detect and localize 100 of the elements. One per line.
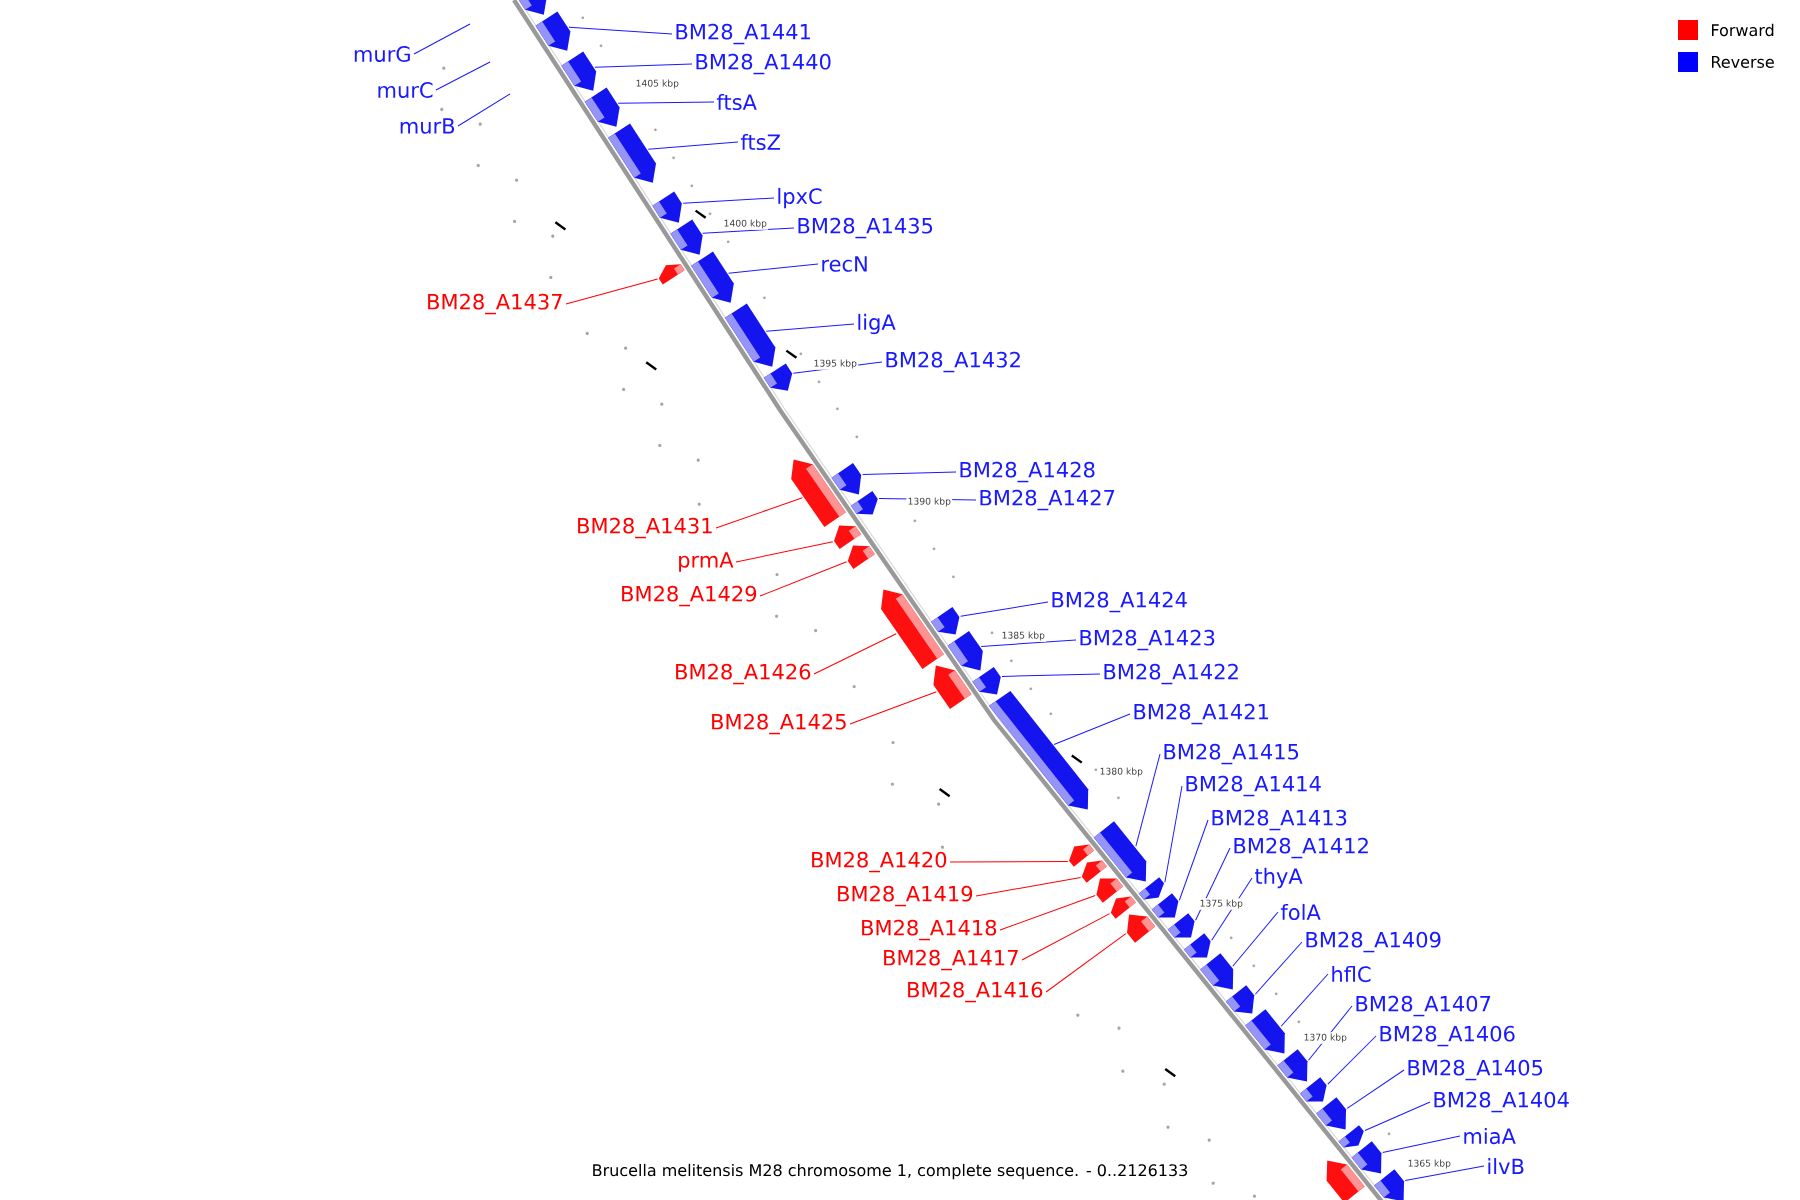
- gene-block: [1093, 821, 1147, 882]
- gene-label: ftsZ: [740, 133, 781, 151]
- leader-line: [1327, 1035, 1377, 1085]
- leader-line: [413, 23, 471, 55]
- leader-line: [949, 860, 1069, 863]
- leader-line: [568, 26, 673, 35]
- gene-block: [1167, 913, 1195, 938]
- leader-line: [1254, 941, 1303, 995]
- leader-line: [1280, 973, 1329, 1027]
- gene-label: prmA: [679, 552, 734, 572]
- gene-block: [608, 123, 656, 183]
- gene-block: [972, 667, 1001, 695]
- gene-block: [989, 691, 1089, 810]
- gene-label: BM28_A1419: [838, 885, 973, 907]
- gene-block: [851, 491, 878, 515]
- gene-label: BM28_A1417: [884, 949, 1018, 971]
- gene-label: BM28_A1420: [812, 851, 947, 873]
- gene-label: BM28_A1416: [908, 981, 1043, 1003]
- gene-label: BM28_A1440: [696, 53, 831, 75]
- gene-block: [763, 363, 793, 391]
- gene-block: [847, 545, 875, 569]
- gene-label: BM28_A1427: [980, 489, 1115, 511]
- gene-block: [933, 665, 972, 709]
- gene-block: [831, 463, 862, 495]
- gene-label: BM28_A1414: [1186, 775, 1321, 797]
- legend-label: Forward: [1712, 23, 1774, 37]
- gene-block: [881, 589, 944, 669]
- gene-block: [561, 51, 597, 91]
- gene-block: [1081, 860, 1107, 883]
- gene-block: [1096, 878, 1123, 903]
- gene-label: thyA: [1255, 867, 1303, 889]
- gene-label: BM28_A1407: [1356, 995, 1491, 1017]
- gene-label: ligA: [858, 313, 896, 335]
- leader-line: [702, 227, 795, 234]
- gene-label: BM28_A1418: [862, 919, 997, 941]
- gene-label: ilvB: [1488, 1158, 1524, 1174]
- gene-block: [1069, 844, 1094, 867]
- leader-line: [1211, 877, 1253, 941]
- gene-block: [931, 607, 960, 635]
- leader-line: [1045, 933, 1127, 993]
- gene-label: recN: [822, 256, 867, 272]
- leader-line: [617, 101, 715, 104]
- gene-label: BM28_A1409: [1306, 931, 1441, 953]
- gene-label: murG: [354, 46, 410, 62]
- gene-block: [1184, 933, 1211, 958]
- leader-line: [1001, 673, 1101, 677]
- gene-label: folA: [1280, 903, 1321, 921]
- gene-block: [658, 264, 685, 285]
- gene-label: murB: [400, 118, 455, 134]
- gene-block: [1245, 1009, 1285, 1054]
- gene-label: ftsA: [716, 93, 757, 111]
- gene-label: miaA: [1464, 1127, 1516, 1145]
- gene-block: [834, 525, 861, 549]
- leader-line: [862, 471, 957, 475]
- gene-label: lpxC: [778, 187, 822, 209]
- leader-line: [565, 278, 659, 305]
- gene-label: BM28_A1424: [1052, 591, 1187, 613]
- gene-label: BM28_A1426: [676, 663, 811, 685]
- leader-line: [1346, 1069, 1405, 1109]
- legend-label: Reverse: [1712, 56, 1774, 68]
- gene-block: [517, 0, 547, 15]
- leader-line: [813, 633, 897, 675]
- gene-block: [1326, 1160, 1365, 1200]
- leader-line: [1164, 785, 1183, 883]
- gene-block: [725, 303, 776, 367]
- leader-line: [1382, 1135, 1461, 1154]
- leader-line: [735, 541, 834, 563]
- gene-label: BM28_A1412: [1234, 837, 1368, 859]
- leader-line: [980, 639, 1077, 647]
- gene-block: [1374, 1169, 1404, 1200]
- leader-line: [759, 561, 848, 597]
- gene-block: [1151, 893, 1179, 918]
- leader-line: [792, 361, 883, 374]
- leader-line: [1135, 753, 1161, 847]
- leader-line: [975, 877, 1082, 897]
- gene-label: BM28_A1422: [1104, 663, 1238, 685]
- gene-block: [1316, 1097, 1346, 1130]
- gene-block: [670, 219, 703, 255]
- gene-label: BM28_A1435: [798, 217, 933, 239]
- leader-line: [999, 895, 1096, 931]
- leader-line: [960, 601, 1049, 617]
- gene-label: BM28_A1405: [1408, 1059, 1543, 1081]
- leader-line: [1021, 913, 1111, 961]
- gene-block: [1225, 985, 1255, 1014]
- gene-block: [1138, 877, 1164, 900]
- gene-label: BM28_A1415: [1164, 743, 1299, 765]
- leader-line: [457, 93, 511, 127]
- gene-block: [1351, 1141, 1382, 1174]
- gene-label: murC: [378, 82, 433, 98]
- leader-line: [594, 63, 693, 68]
- gene-block: [652, 191, 682, 223]
- gene-label: BM28_A1413: [1212, 809, 1347, 831]
- leader-line: [715, 497, 803, 529]
- gene-block: [1200, 953, 1234, 990]
- leader-line: [765, 323, 855, 332]
- leader-line: [1404, 1165, 1485, 1182]
- gene-block: [1277, 1049, 1308, 1082]
- gene-label: BM28_A1431: [578, 517, 712, 539]
- gene-block: [535, 11, 571, 51]
- leader-line: [1364, 1101, 1431, 1131]
